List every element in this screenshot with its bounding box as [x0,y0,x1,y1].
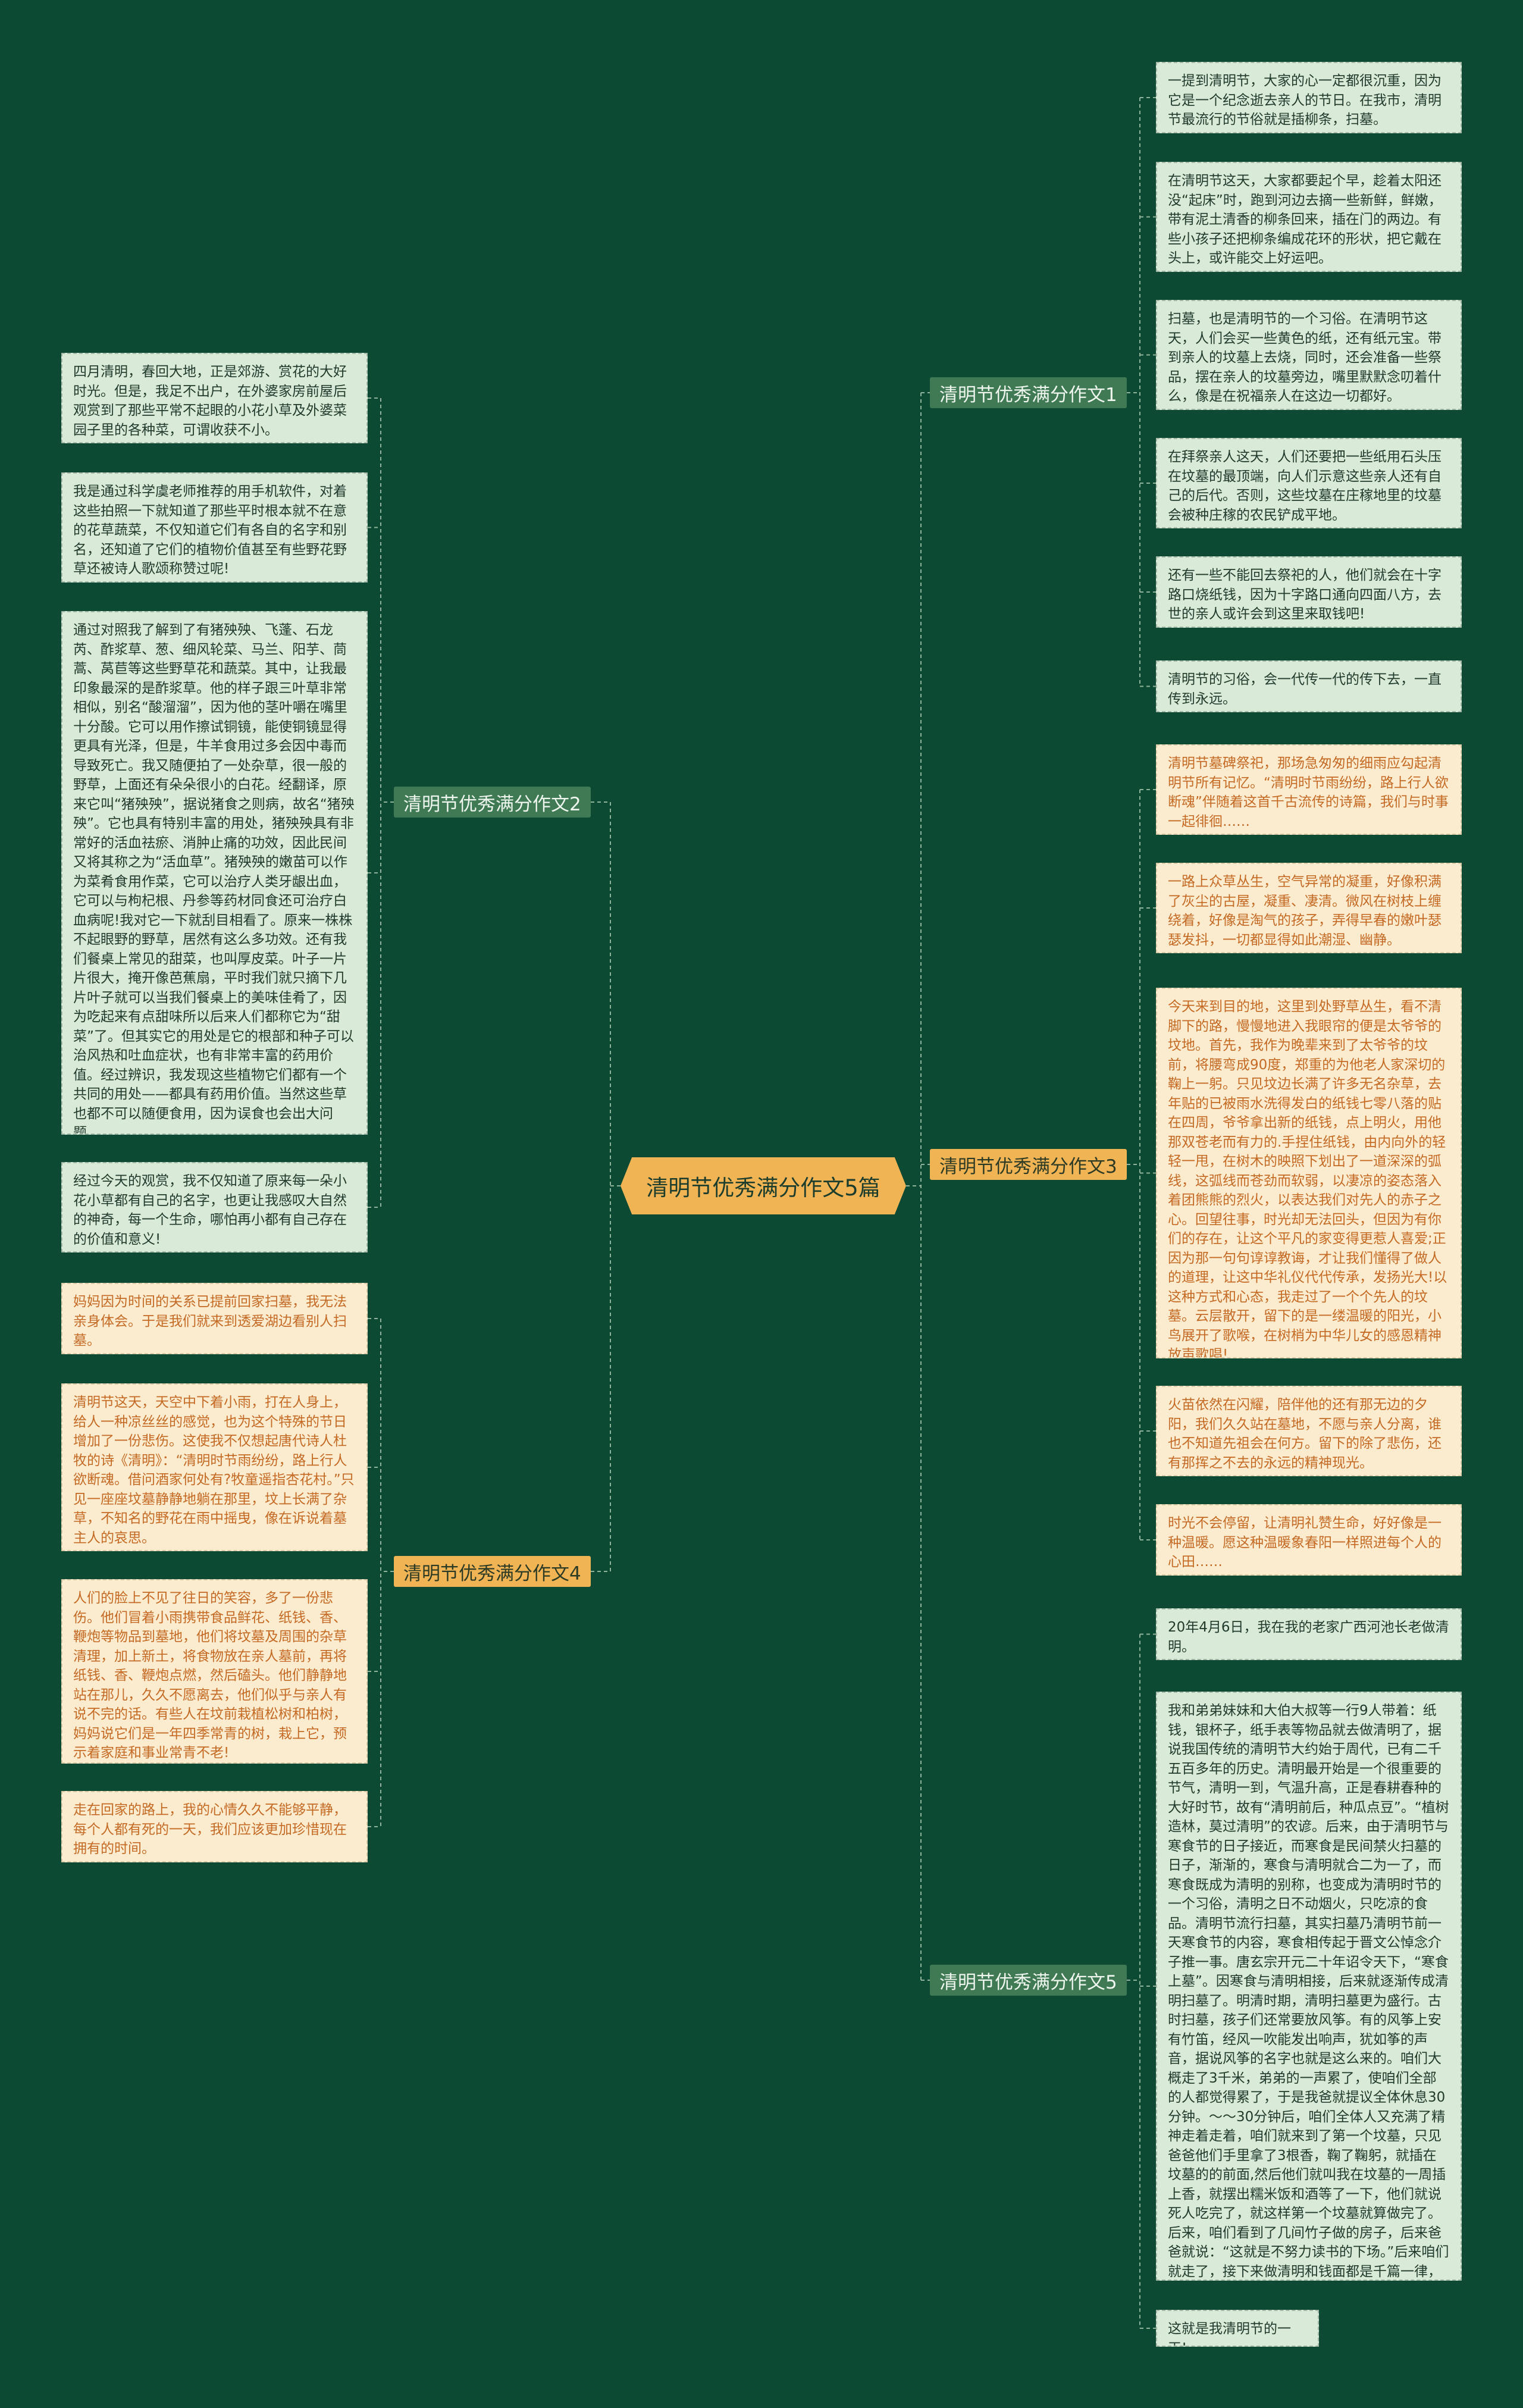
branch-essay-2[interactable]: 清明节优秀满分作文2 [394,787,591,818]
leaf-text: 今天来到目的地，这里到处野草丛生，看不清脚下的路，慢慢地进入我眼帘的便是太爷爷的… [1156,988,1462,1358]
branch-label: 清明节优秀满分作文1 [939,384,1117,406]
leaf-text: 时光不会停留，让清明礼赞生命，好好像是一种温暖。愿这种温暖象春阳一样照进每个人的… [1156,1504,1462,1576]
leaf-text: 在清明节这天，大家都要起个早，趁着太阳还没“起床”时，跑到河边去摘一些新鲜，鲜嫩… [1156,162,1462,272]
branch-essay-1[interactable]: 清明节优秀满分作文1 [930,377,1127,408]
leaf-text-content: 在清明节这天，大家都要起个早，趁着太阳还没“起床”时，跑到河边去摘一些新鲜，鲜嫩… [1168,173,1442,266]
leaf-text: 清明节这天，天空中下着小雨，打在人身上，给人一种凉丝丝的感觉，也为这个特殊的节日… [61,1383,368,1551]
leaf-text: 这就是我清明节的一天! [1156,2310,1319,2347]
leaf-text-content: 时光不会停留，让清明礼赞生命，好好像是一种温暖。愿这种温暖象春阳一样照进每个人的… [1168,1515,1441,1570]
root-topic[interactable]: 清明节优秀满分作文5篇 [621,1157,906,1214]
leaf-text: 清明节墓碑祭祀，那场急匆匆的细雨应勾起清明节所有记忆。“清明时节雨纷纷，路上行人… [1156,744,1462,835]
leaf-text: 扫墓，也是清明节的一个习俗。在清明节这天，人们会买一些黄色的纸，还有纸元宝。带到… [1156,300,1462,410]
leaf-text-content: 还有一些不能回去祭祀的人，他们就会在十字路口烧纸钱，因为十字路口通向四面八方，去… [1168,568,1441,622]
leaf-text: 一提到清明节，大家的心一定都很沉重，因为它是一个纪念逝去亲人的节日。在我市，清明… [1156,62,1462,133]
leaf-text-content: 我和弟弟妹妹和大伯大叔等一行9人带着：纸钱，银杯子，纸手表等物品就去做清明了，据… [1168,1703,1449,2279]
leaf-text-content: 人们的脸上不见了往日的笑容，多了一份悲伤。他们冒着小雨携带食品鲜花、纸钱、香、鞭… [73,1590,347,1761]
leaf-text: 经过今天的观赏，我不仅知道了原来每一朵小花小草都有自己的名字，也更让我感叹大自然… [61,1162,368,1252]
leaf-text: 火苗依然在闪耀，陪伴他的还有那无边的夕阳，我们久久站在墓地，不愿与亲人分离，谁也… [1156,1386,1462,1476]
leaf-text-content: 一提到清明节，大家的心一定都很沉重，因为它是一个纪念逝去亲人的节日。在我市，清明… [1168,73,1441,127]
leaf-text-content: 扫墓，也是清明节的一个习俗。在清明节这天，人们会买一些黄色的纸，还有纸元宝。带到… [1168,311,1441,404]
leaf-text: 我和弟弟妹妹和大伯大叔等一行9人带着：纸钱，银杯子，纸手表等物品就去做清明了，据… [1156,1692,1462,2281]
leaf-text-content: 清明节这天，天空中下着小雨，打在人身上，给人一种凉丝丝的感觉，也为这个特殊的节日… [73,1395,355,1546]
leaf-text-content: 一路上众草丛生，空气异常的凝重，好像积满了灰尘的古屋，凝重、凄清。微风在树枝上缠… [1168,874,1441,948]
branch-label: 清明节优秀满分作文2 [403,793,581,815]
leaf-text-content: 清明节墓碑祭祀，那场急匆匆的细雨应勾起清明节所有记忆。“清明时节雨纷纷，路上行人… [1168,756,1449,829]
leaf-text-content: 走在回家的路上，我的心情久久不能够平静，每个人都有死的一天，我们应该更加珍惜现在… [73,1802,347,1856]
leaf-text: 一路上众草丛生，空气异常的凝重，好像积满了灰尘的古屋，凝重、凄清。微风在树枝上缠… [1156,863,1462,953]
leaf-text: 四月清明，春回大地，正是郊游、赏花的大好时光。但是，我足不出户，在外婆家房前屋后… [61,353,368,443]
leaf-text-content: 20年4月6日，我在我的老家广西河池长老做清明。 [1168,1620,1449,1655]
leaf-text-content: 清明节的习俗，会一代传一代的传下去，一直传到永远。 [1168,672,1441,707]
leaf-text-content: 在拜祭亲人这天，人们还要把一些纸用石头压在坟墓的最顶端，向人们示意这些亲人还有自… [1168,449,1441,523]
leaf-text: 妈妈因为时间的关系已提前回家扫墓，我无法亲身体会。于是我们就来到透爱湖边看别人扫… [61,1283,368,1354]
leaf-text: 通过对照我了解到了有猪殃殃、飞蓬、石龙芮、酢浆草、葱、细风轮菜、马兰、阳芋、茼蒿… [61,611,368,1135]
branch-label: 清明节优秀满分作文3 [939,1156,1117,1178]
leaf-text-content: 四月清明，春回大地，正是郊游、赏花的大好时光。但是，我足不出户，在外婆家房前屋后… [73,364,347,438]
root-topic-label: 清明节优秀满分作文5篇 [646,1175,880,1201]
branch-essay-4[interactable]: 清明节优秀满分作文4 [394,1556,591,1587]
leaf-text: 清明节的习俗，会一代传一代的传下去，一直传到永远。 [1156,660,1462,712]
leaf-text: 在拜祭亲人这天，人们还要把一些纸用石头压在坟墓的最顶端，向人们示意这些亲人还有自… [1156,438,1462,528]
leaf-text-content: 妈妈因为时间的关系已提前回家扫墓，我无法亲身体会。于是我们就来到透爱湖边看别人扫… [73,1294,347,1348]
leaf-text: 人们的脸上不见了往日的笑容，多了一份悲伤。他们冒着小雨携带食品鲜花、纸钱、香、鞭… [61,1579,368,1764]
leaf-text: 我是通过科学虞老师推荐的用手机软件，对着这些拍照一下就知道了那些平时根本就不在意… [61,472,368,583]
branch-essay-3[interactable]: 清明节优秀满分作文3 [930,1149,1127,1180]
leaf-text-content: 经过今天的观赏，我不仅知道了原来每一朵小花小草都有自己的名字，也更让我感叹大自然… [73,1173,347,1247]
leaf-text-content: 通过对照我了解到了有猪殃殃、飞蓬、石龙芮、酢浆草、葱、细风轮菜、马兰、阳芋、茼蒿… [73,622,355,1135]
leaf-text: 还有一些不能回去祭祀的人，他们就会在十字路口烧纸钱，因为十字路口通向四面八方，去… [1156,556,1462,628]
branch-label: 清明节优秀满分作文5 [939,1971,1117,1993]
leaf-text-content: 这就是我清明节的一天! [1168,2321,1291,2346]
leaf-text-content: 火苗依然在闪耀，陪伴他的还有那无边的夕阳，我们久久站在墓地，不愿与亲人分离，谁也… [1168,1397,1441,1471]
branch-essay-5[interactable]: 清明节优秀满分作文5 [930,1965,1127,1996]
leaf-text: 走在回家的路上，我的心情久久不能够平静，每个人都有死的一天，我们应该更加珍惜现在… [61,1791,368,1862]
leaf-text-content: 我是通过科学虞老师推荐的用手机软件，对着这些拍照一下就知道了那些平时根本就不在意… [73,484,347,577]
leaf-text: 20年4月6日，我在我的老家广西河池长老做清明。 [1156,1608,1462,1660]
branch-label: 清明节优秀满分作文4 [403,1562,581,1585]
leaf-text-content: 今天来到目的地，这里到处野草丛生，看不清脚下的路，慢慢地进入我眼帘的便是太爷爷的… [1168,999,1447,1358]
